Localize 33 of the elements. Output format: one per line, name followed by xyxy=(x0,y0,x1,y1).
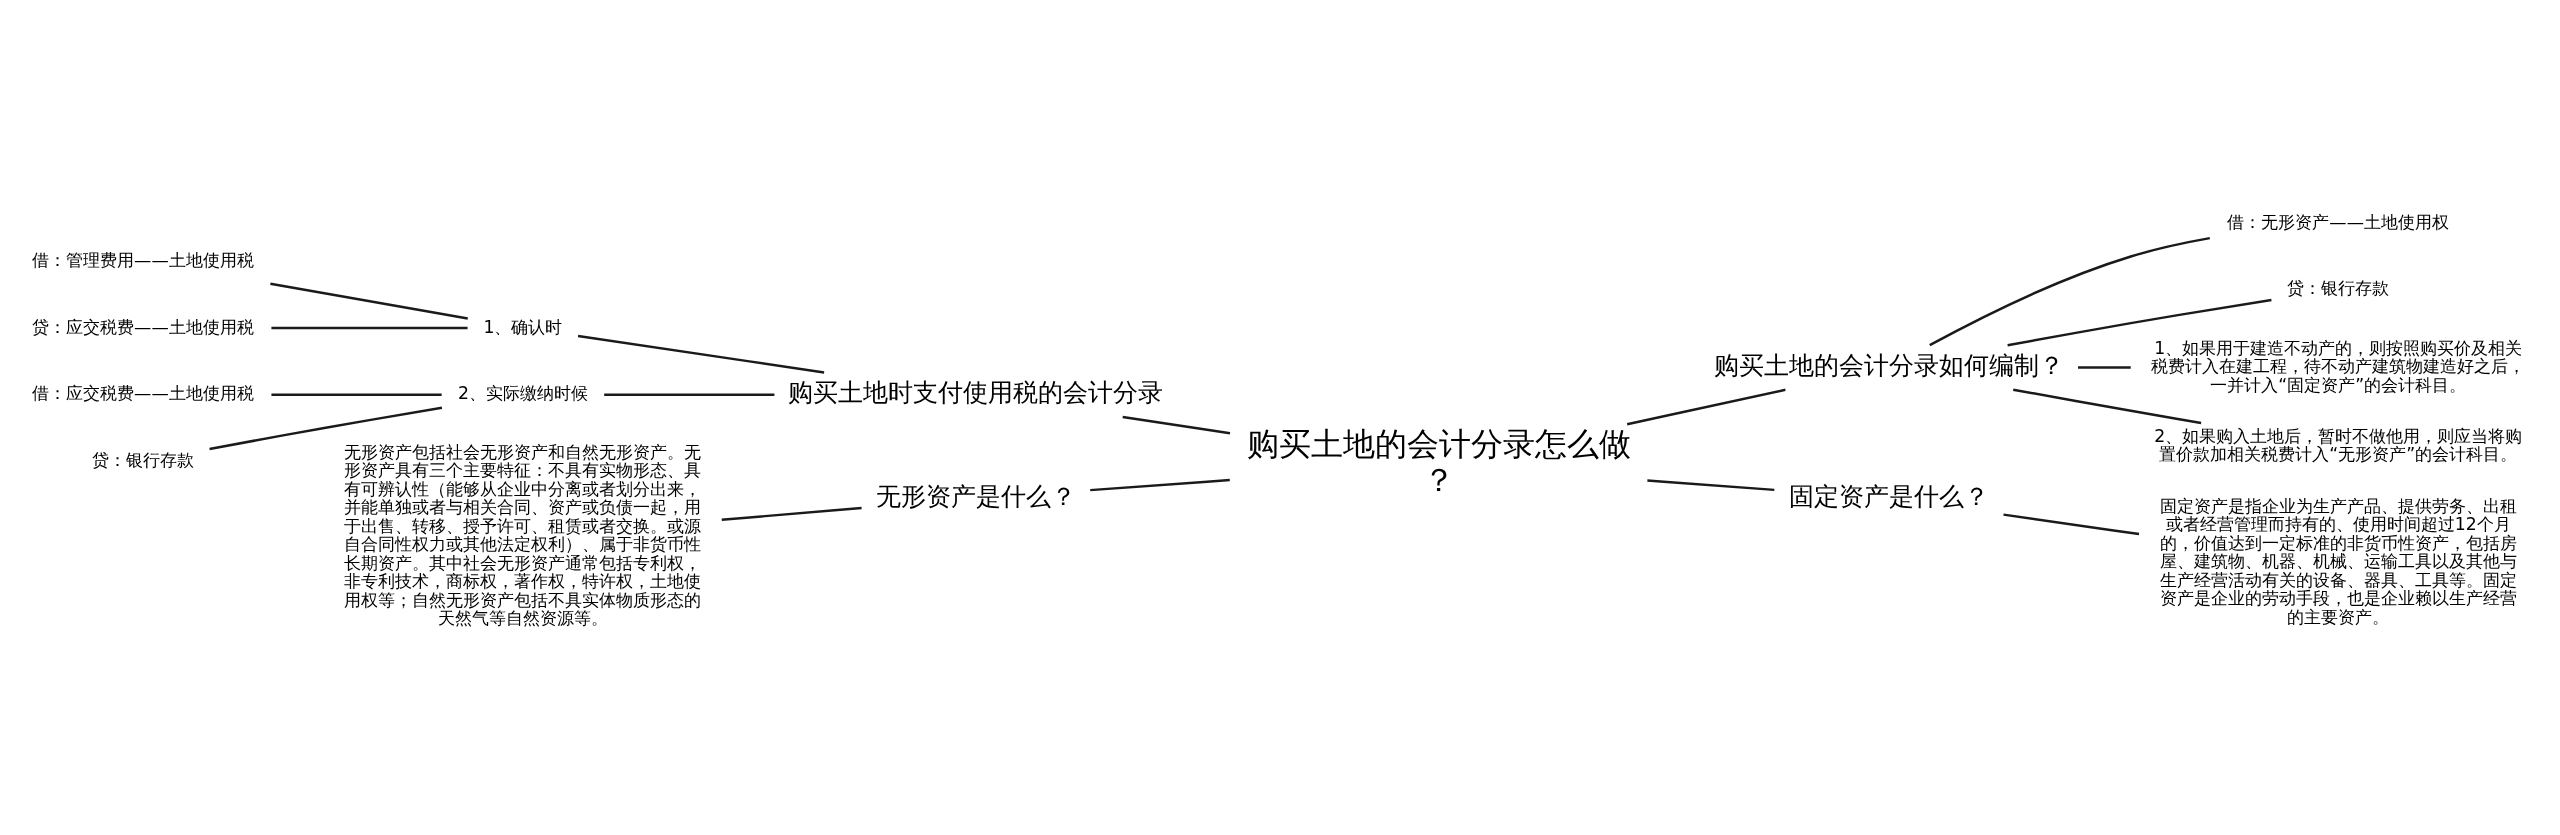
connector xyxy=(271,326,468,330)
node-text: 固定资产是指企业为生产产品、提供劳务、出租或者经营管理而持有的、使用时间超过12个月的，价值达到一定标准的非货币性资产，包括房屋、建筑物、机器、机械、运输工具以及其他与生产经营活动有关的设备、器具、工具等。固定资产是企业的劳动手段，也是企业赖以生产经营的主要资产。 xyxy=(2159,495,2517,627)
node-text: 借：无形资产——土地使用权 xyxy=(2227,211,2449,232)
connector xyxy=(1647,479,1775,492)
connector xyxy=(1090,478,1230,492)
connector xyxy=(577,334,825,374)
connector xyxy=(2013,388,2202,425)
connector xyxy=(1929,236,2210,347)
node-text: 贷：银行存款 xyxy=(2287,278,2390,299)
connector xyxy=(209,406,443,451)
node-text: 购买土地时支付使用税的会计分录 xyxy=(788,377,1164,407)
connector xyxy=(2003,513,2140,536)
node-text: 购买土地的会计分录怎么做？ xyxy=(1246,424,1631,499)
node-text: 购买土地的会计分录如何编制？ xyxy=(1713,350,2064,380)
connector xyxy=(604,393,775,396)
node-text: 借：管理费用——土地使用税 xyxy=(32,249,254,270)
connector xyxy=(721,506,862,522)
node-text: 2、实际缴纳时候 xyxy=(457,383,588,404)
node-text: 1、如果用于建造不动产的，则按照购买价及相关税费计入在建工程，待不动产建筑物建造好之后，一并计入“固定资产”的会计科目。 xyxy=(2151,337,2526,395)
node-text: 2、如果购入土地后，暂时不做他用，则应当将购置价款加相关税费计入“无形资产”的会计科目。 xyxy=(2154,425,2523,465)
node-text: 1、确认时 xyxy=(483,316,563,337)
node-text: 借：应交税费——土地使用税 xyxy=(32,383,254,404)
connector xyxy=(2078,366,2131,369)
connector xyxy=(1122,415,1231,435)
connector xyxy=(2007,298,2272,347)
node-text: 无形资产包括社会无形资产和自然无形资产。无形资产具有三个主要特征：不具有实物形态、具有可辨认性（能够从企业中分离或者划分出来，并能单独或者与相关合同、资产或负债一起，用于出售、转移、授予许可、租赁或者交换。或源自合同性权力或其他法定权利）、属于非货币性长期资产。其中社会无形资产通常包括专利权，非专利技术，商标权，著作权，特许权，土地使用权等；自然无形资产包括不具实体物质形态的天然气等自然资源等。 xyxy=(344,441,702,629)
node-text: 贷：银行存款 xyxy=(91,449,194,470)
connector xyxy=(271,393,442,396)
node-text: 固定资产是什么？ xyxy=(1788,481,1989,511)
connector xyxy=(270,282,468,320)
connector xyxy=(1626,388,1786,426)
node-text: 贷：应交税费——土地使用税 xyxy=(32,316,254,337)
node-text: 无形资产是什么？ xyxy=(875,481,1076,511)
